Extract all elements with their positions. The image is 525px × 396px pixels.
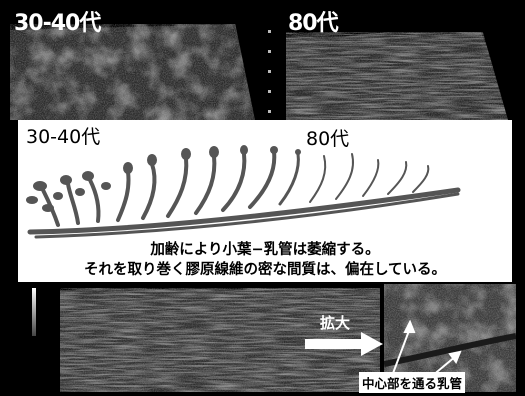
- diagram-caption-line2: それを取り巻く膠原線維の密な間質は、偏在している。: [18, 258, 512, 279]
- central-duct-tag: 中心部を通る乳管: [359, 372, 465, 393]
- age-label-elderly: 80代: [288, 8, 338, 37]
- diagram-caption-line1: 加齢により小葉−乳管は萎縮する。: [18, 238, 512, 259]
- depth-markers: [268, 30, 274, 120]
- ultrasound-image-elderly: 80代: [286, 8, 516, 120]
- grayscale-bar: [32, 288, 36, 336]
- age-label-young: 30-40代: [14, 8, 100, 37]
- ultrasound-image-young: 30-40代: [10, 8, 260, 120]
- zoom-arrow-icon: [305, 332, 385, 356]
- lobule-duct-diagram: 30-40代 80代: [18, 120, 512, 282]
- zoom-label: 拡大: [320, 312, 350, 333]
